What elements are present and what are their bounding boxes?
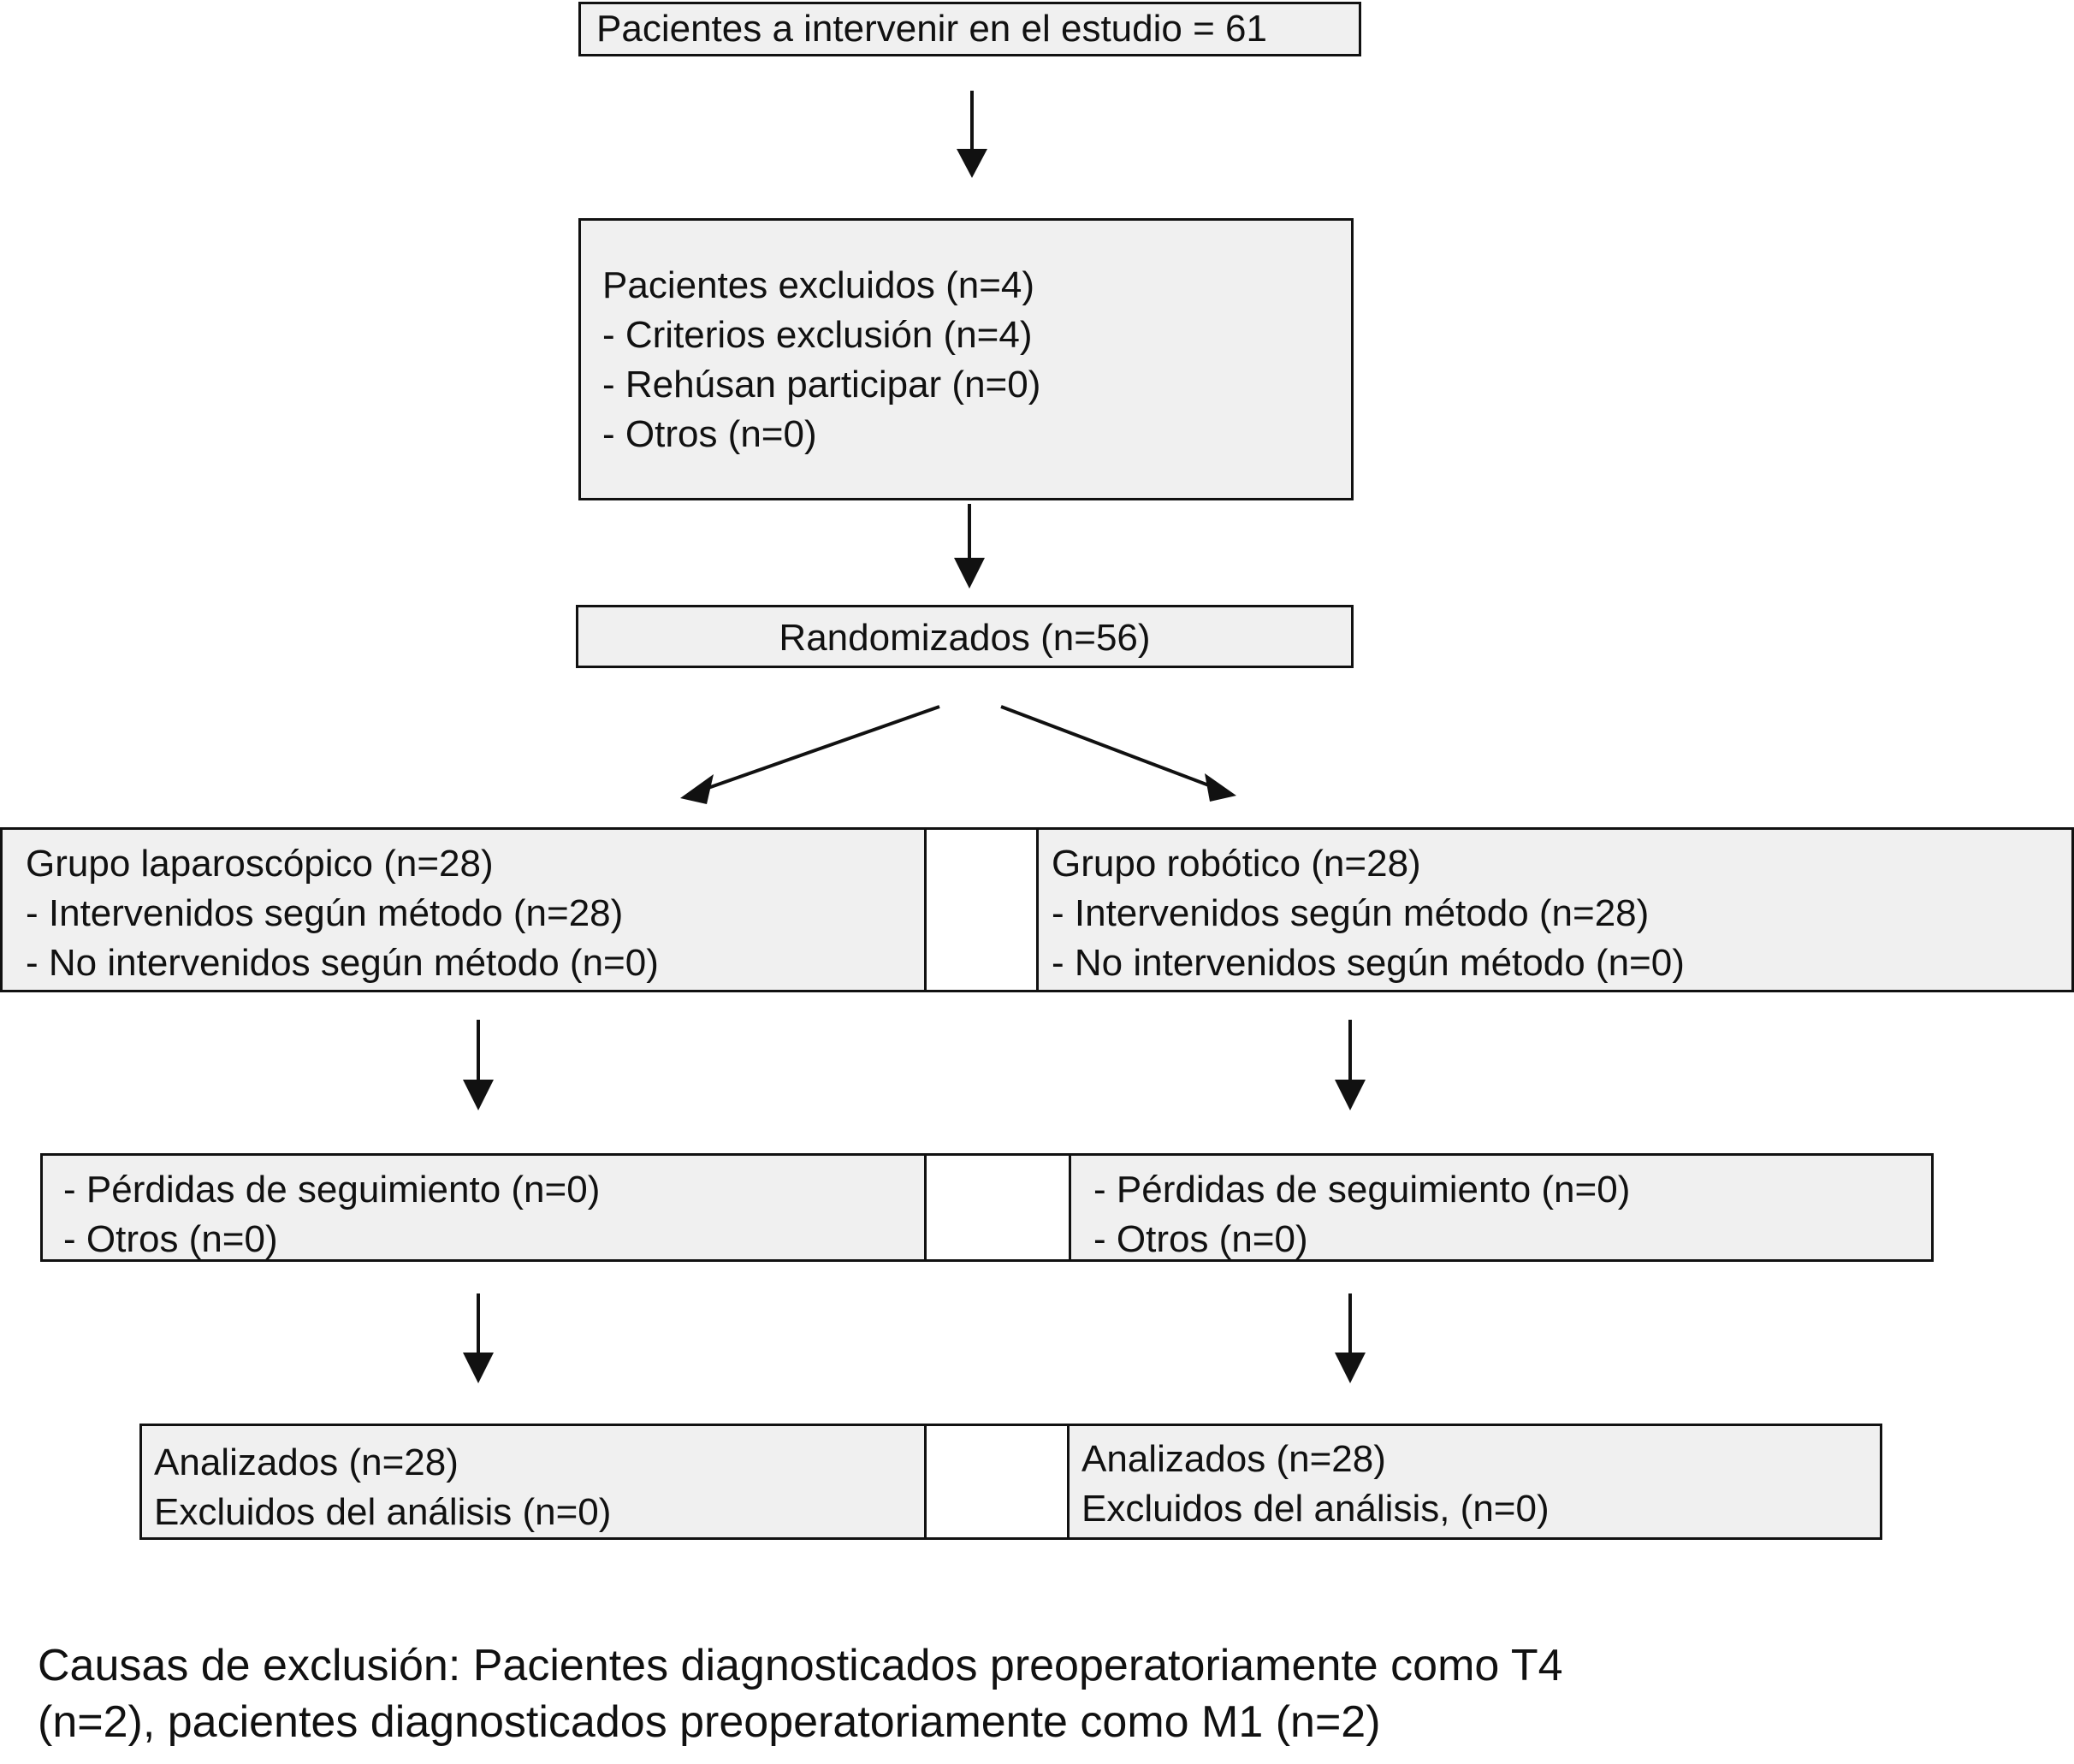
arrowhead-followup-right — [1335, 1353, 1366, 1383]
enrolled-text: Pacientes a intervenir en el estudio = 6… — [596, 8, 1267, 50]
analysis-right-excluded: Excluidos del análisis, (n=0) — [1081, 1488, 1550, 1530]
allocation-left-item-treated: - Intervenidos según método (n=28) — [26, 892, 624, 934]
allocation-right-title: Grupo robótico (n=28) — [1052, 843, 1421, 885]
excluded-item-refused: - Rehúsan participar (n=0) — [602, 364, 1041, 405]
excluded-item-other: - Otros (n=0) — [602, 413, 817, 455]
analysis-left-box: Analizados (n=28) Excluidos del análisis… — [139, 1424, 927, 1540]
followup-left-item-other: - Otros (n=0) — [63, 1218, 278, 1260]
footnote-line-1: Causas de exclusión: Pacientes diagnosti… — [38, 1641, 1563, 1690]
arrow-randomized-to-left — [702, 705, 940, 791]
enrolled-box: Pacientes a intervenir en el estudio = 6… — [578, 2, 1361, 56]
exclusion-footnote: Causas de exclusión: Pacientes diagnosti… — [38, 1637, 1563, 1750]
randomized-text: Randomizados (n=56) — [779, 617, 1151, 659]
analysis-left-excluded: Excluidos del análisis (n=0) — [154, 1491, 612, 1533]
excluded-item-criteria: - Criterios exclusión (n=4) — [602, 314, 1033, 356]
arrowhead-right — [1205, 773, 1236, 802]
excluded-title: Pacientes excluidos (n=4) — [602, 264, 1035, 306]
analysis-right-box: Analizados (n=28) Excluidos del análisis… — [1067, 1424, 1882, 1540]
arrow-randomized-to-right — [1000, 705, 1214, 789]
arrowhead-enrolled — [957, 149, 987, 178]
allocation-right-item-not-treated: - No intervenidos según método (n=0) — [1052, 942, 1685, 984]
analysis-right-analyzed: Analizados (n=28) — [1081, 1438, 1386, 1480]
allocation-gap — [927, 827, 1039, 992]
footnote-line-2: (n=2), pacientes diagnosticados preopera… — [38, 1697, 1381, 1747]
followup-right-item-lost: - Pérdidas de seguimiento (n=0) — [1093, 1169, 1631, 1211]
followup-right-box: - Pérdidas de seguimiento (n=0) - Otros … — [1069, 1153, 1934, 1262]
allocation-left-item-not-treated: - No intervenidos según método (n=0) — [26, 942, 659, 984]
analysis-gap — [927, 1424, 1070, 1540]
followup-left-item-lost: - Pérdidas de seguimiento (n=0) — [63, 1169, 601, 1211]
followup-left-box: - Pérdidas de seguimiento (n=0) - Otros … — [40, 1153, 927, 1262]
arrowhead-allocation-left — [463, 1080, 494, 1110]
allocation-right-box: Grupo robótico (n=28) - Intervenidos seg… — [1036, 827, 2074, 992]
allocation-left-title: Grupo laparoscópico (n=28) — [26, 843, 494, 885]
analysis-left-analyzed: Analizados (n=28) — [154, 1441, 459, 1483]
allocation-right-item-treated: - Intervenidos según método (n=28) — [1052, 892, 1650, 934]
allocation-left-box: Grupo laparoscópico (n=28) - Intervenido… — [0, 827, 927, 992]
arrowhead-allocation-right — [1335, 1080, 1366, 1110]
arrowhead-left — [680, 774, 714, 804]
excluded-box: Pacientes excluidos (n=4) - Criterios ex… — [578, 218, 1354, 500]
arrowhead-excluded — [954, 558, 985, 589]
arrowhead-followup-left — [463, 1353, 494, 1383]
randomized-box: Randomizados (n=56) — [576, 605, 1354, 668]
followup-gap — [927, 1153, 1071, 1262]
followup-right-item-other: - Otros (n=0) — [1093, 1218, 1308, 1260]
